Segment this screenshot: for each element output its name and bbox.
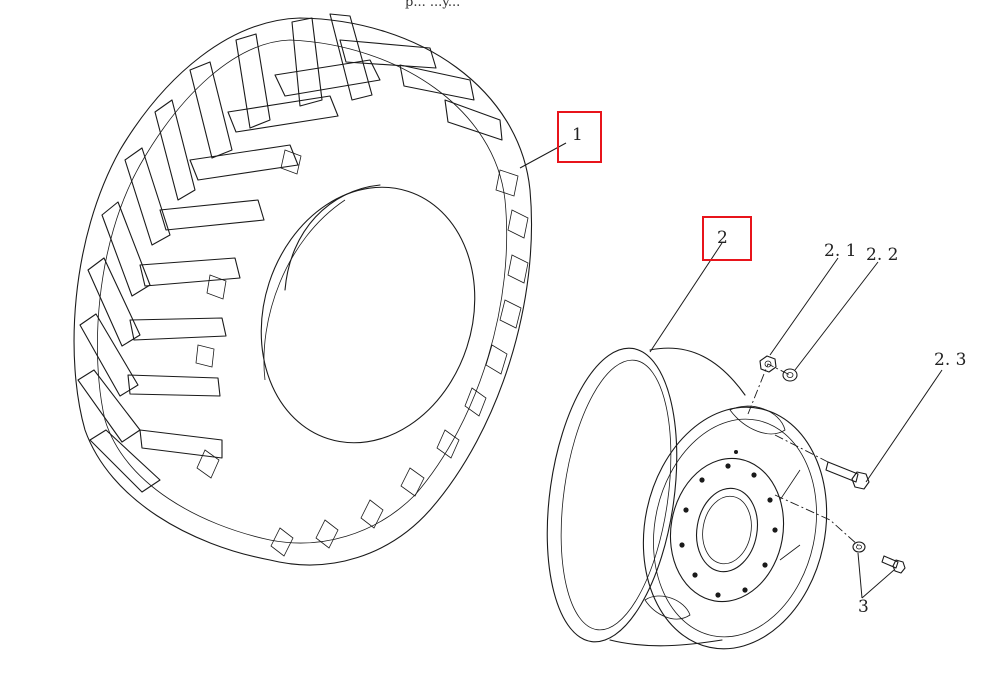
callout-2-1[interactable]: 2. 1 — [824, 241, 856, 261]
header-fragment: p... ...y... — [405, 0, 460, 10]
tire-drawing[interactable] — [73, 13, 533, 566]
bolt-icon[interactable] — [825, 461, 870, 490]
leader-line-2-2 — [794, 261, 879, 371]
callout-2[interactable]: 2 — [702, 216, 752, 261]
wheel-rim-drawing[interactable] — [530, 340, 848, 666]
assembly-axis — [774, 434, 829, 463]
callout-2-3[interactable]: 2. 3 — [934, 350, 966, 370]
callout-1[interactable]: 1 — [557, 111, 602, 163]
nut-icon[interactable] — [759, 355, 777, 373]
leader-line-2 — [649, 242, 723, 353]
leader-line-3 — [857, 552, 895, 599]
leader-line-1 — [519, 142, 567, 169]
washer-icon[interactable] — [782, 368, 798, 382]
callout-3[interactable]: 3 — [858, 597, 869, 617]
leader-line-2-3 — [865, 369, 943, 483]
bolt-icon[interactable] — [881, 555, 906, 574]
washer-icon[interactable] — [852, 541, 866, 553]
callout-2-2[interactable]: 2. 2 — [866, 245, 898, 265]
leader-line-2-1 — [769, 257, 839, 356]
svg-text:2: 2 — [717, 228, 728, 248]
svg-text:1: 1 — [572, 125, 583, 145]
assembly-axis — [747, 363, 791, 415]
assembly-axis — [774, 494, 859, 546]
